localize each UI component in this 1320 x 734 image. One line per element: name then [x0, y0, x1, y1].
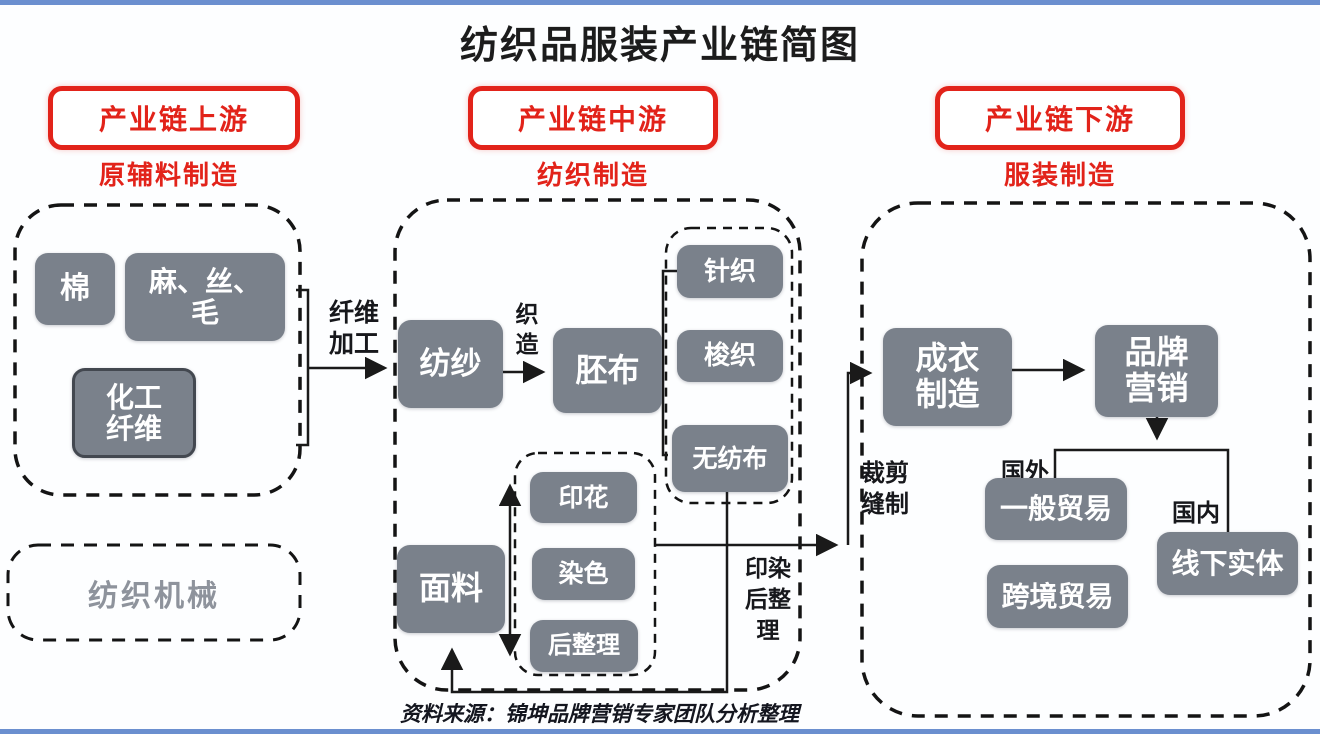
upstream-subheader: 原辅料制造 — [98, 159, 239, 190]
edge-label-weaving: 织 造 — [515, 301, 539, 357]
downstream-subheader: 服装制造 — [1003, 159, 1116, 190]
edge-label-cut-sew: 裁剪 缝制 — [861, 460, 909, 519]
node-general-trade: 一般贸易 — [985, 478, 1127, 540]
top-border-strip — [0, 0, 1320, 5]
node-garment-making: 成衣 制造 — [883, 328, 1012, 426]
node-cross-border-trade: 跨境贸易 — [987, 565, 1128, 628]
midstream-container-border — [393, 198, 802, 692]
node-chemical-fiber: 化工 纤维 — [72, 368, 196, 458]
midstream-header: 产业链中游 — [468, 86, 718, 150]
edge-label-print-dye-finish: 印染 后整 理 — [745, 555, 791, 644]
label-domestic: 国内 — [1172, 500, 1220, 527]
diagram-title: 纺织品服装产业链简图 — [459, 25, 860, 67]
node-fabric: 面料 — [397, 545, 505, 633]
node-brand-marketing: 品牌 营销 — [1095, 325, 1218, 417]
loop-nonwoven-to-fabric — [440, 492, 729, 694]
upstream-container-border — [13, 203, 302, 497]
upstream-header: 产业链上游 — [48, 86, 300, 150]
source-note: 资料来源：锦坤品牌营销专家团队分析整理 — [400, 702, 799, 726]
machinery-box-border — [6, 543, 302, 642]
node-shuttle-weaving: 梭织 — [677, 330, 783, 382]
node-offline-retail: 线下实体 — [1157, 532, 1298, 595]
dye-finish-subgroup-border — [513, 451, 657, 677]
midstream-subheader: 纺织制造 — [536, 159, 649, 190]
edge-label-fiber-processing: 纤维 加工 — [328, 299, 379, 359]
weave-types-subgroup-border — [664, 226, 794, 505]
node-dyeing: 染色 — [532, 548, 635, 600]
node-finishing: 后整理 — [530, 620, 638, 672]
node-nonwoven: 无纺布 — [672, 425, 788, 492]
bottom-border-strip — [0, 729, 1320, 734]
node-printing: 印花 — [530, 472, 637, 523]
node-spinning: 纺纱 — [398, 320, 503, 408]
greyfabric-bracket — [661, 269, 677, 457]
node-grey-fabric: 胚布 — [553, 328, 662, 413]
downstream-header: 产业链下游 — [935, 86, 1185, 150]
brand-split-line — [1053, 448, 1230, 532]
node-hemp-silk-wool: 麻、丝、 毛 — [125, 253, 285, 341]
node-cotton: 棉 — [35, 253, 115, 325]
node-textile-machinery: 纺织机械 — [88, 579, 220, 613]
downstream-container-border — [860, 201, 1312, 718]
arrow-to-garment-making — [846, 361, 873, 545]
node-knitting: 针织 — [677, 245, 783, 298]
